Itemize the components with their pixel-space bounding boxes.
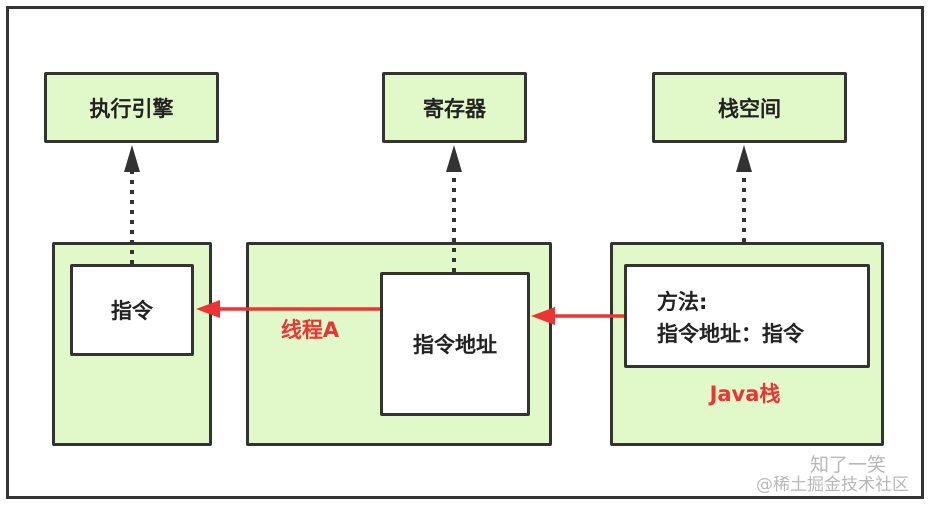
arrowhead-engine [124, 145, 140, 172]
register-box [382, 72, 527, 143]
execution-engine-box [44, 72, 219, 143]
execution-engine-label: 执行引擎 [89, 96, 174, 121]
instruction-address-label: 指令地址 [413, 333, 497, 357]
arrowhead-register [446, 145, 462, 172]
thread-a-label: 线程A [280, 318, 340, 342]
stack-space-box [652, 72, 847, 143]
java-stack-label: Java栈 [709, 382, 781, 406]
stack-frame-box [624, 264, 870, 368]
instruction-address-box [380, 272, 530, 416]
arrowhead-stack-space [736, 145, 752, 172]
address-line: 指令地址：指令 [657, 322, 804, 346]
red-arrowhead-instruction [196, 300, 220, 318]
watermark-line1: 知了一笑 [810, 454, 887, 476]
method-line: 方法: [657, 290, 708, 314]
instruction-box [70, 264, 194, 356]
instruction-label: 指令 [111, 299, 153, 323]
red-arrowhead-address [531, 307, 555, 325]
register-label: 寄存器 [423, 96, 486, 121]
stack-space-label: 栈空间 [718, 96, 781, 121]
watermark-line2: @稀土掘金技术社区 [756, 475, 909, 495]
